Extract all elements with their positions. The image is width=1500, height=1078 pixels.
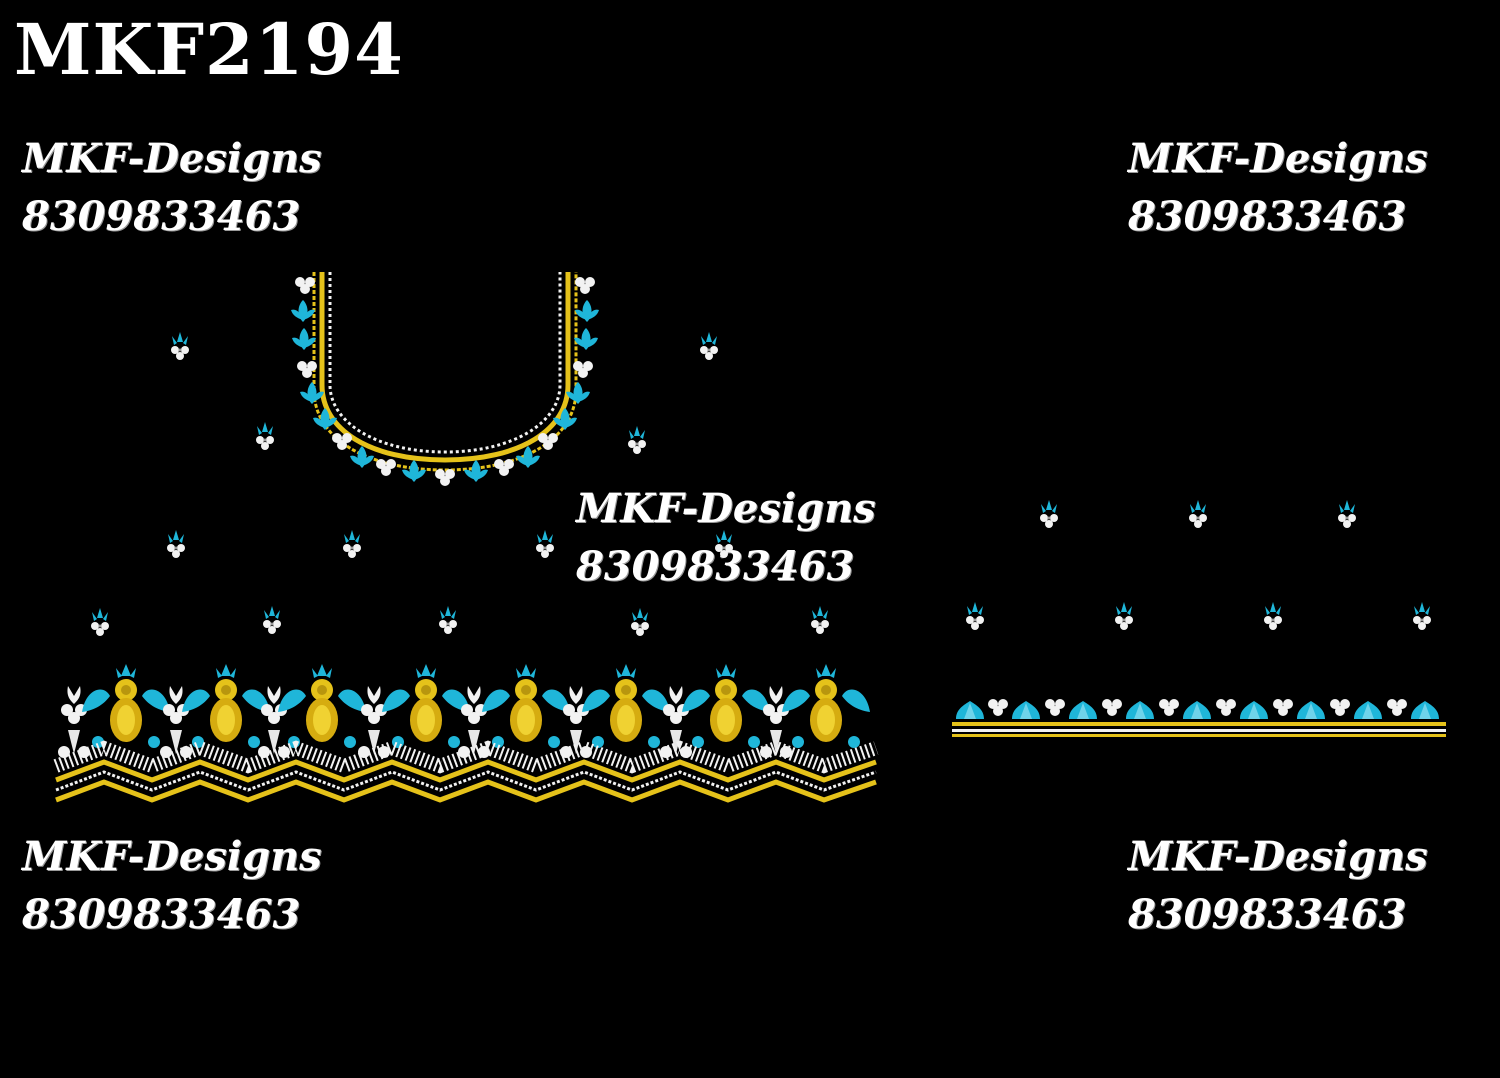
watermark-phone: 8309833463 (1128, 891, 1407, 938)
watermark-brand: MKF-Designs (1128, 135, 1428, 182)
neckline-embroidery (291, 272, 599, 486)
watermark-phone: 8309833463 (22, 891, 301, 938)
butta-motifs-left (91, 332, 829, 636)
watermark-brand: MKF-Designs (22, 833, 322, 880)
skirt-border (53, 664, 879, 803)
watermark-phone: 8309833463 (576, 543, 855, 590)
watermark-top-right: MKF-Designs 8309833463 (1128, 130, 1428, 246)
watermark-top-left: MKF-Designs 8309833463 (22, 130, 322, 246)
watermark-bottom-left: MKF-Designs 8309833463 (22, 828, 322, 944)
watermark-brand: MKF-Designs (22, 135, 322, 182)
watermark-brand: MKF-Designs (576, 485, 876, 532)
design-code: MKF2194 (14, 8, 404, 91)
watermark-brand: MKF-Designs (1128, 833, 1428, 880)
butta-motifs-right (966, 500, 1431, 630)
sleeve-border (952, 699, 1446, 737)
watermark-bottom-right: MKF-Designs 8309833463 (1128, 828, 1428, 944)
watermark-phone: 8309833463 (1128, 193, 1407, 240)
watermark-phone: 8309833463 (22, 193, 301, 240)
watermark-center: MKF-Designs 8309833463 (576, 480, 876, 596)
